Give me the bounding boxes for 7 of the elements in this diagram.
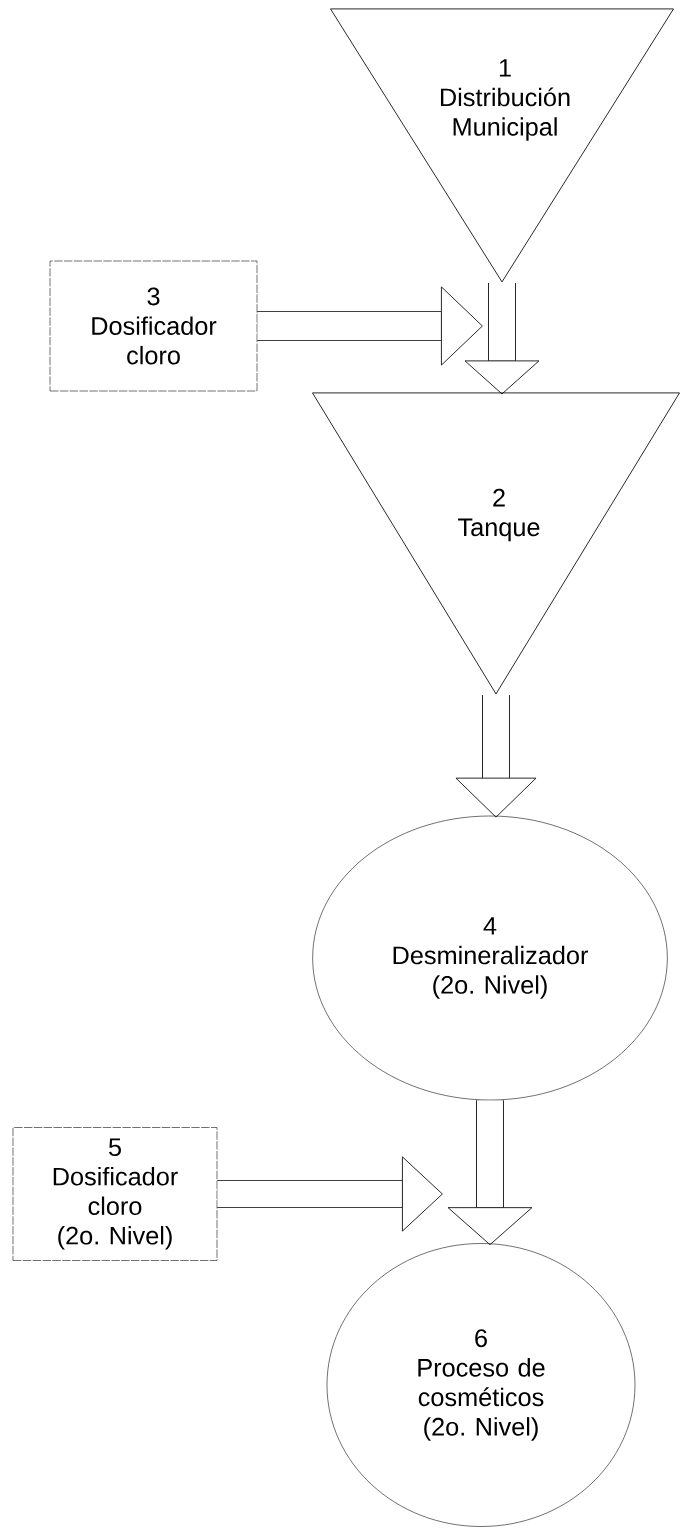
- block-arrow: [257, 286, 483, 366]
- block-arrow: [217, 1156, 443, 1232]
- block-arrow: [447, 1100, 533, 1246]
- process-box: 5 Dosificador cloro (2o. Nivel): [12, 1127, 218, 1261]
- block-arrow: [464, 283, 540, 395]
- process-box: 3 Dosificador cloro: [49, 260, 258, 392]
- block-arrow: [455, 695, 537, 818]
